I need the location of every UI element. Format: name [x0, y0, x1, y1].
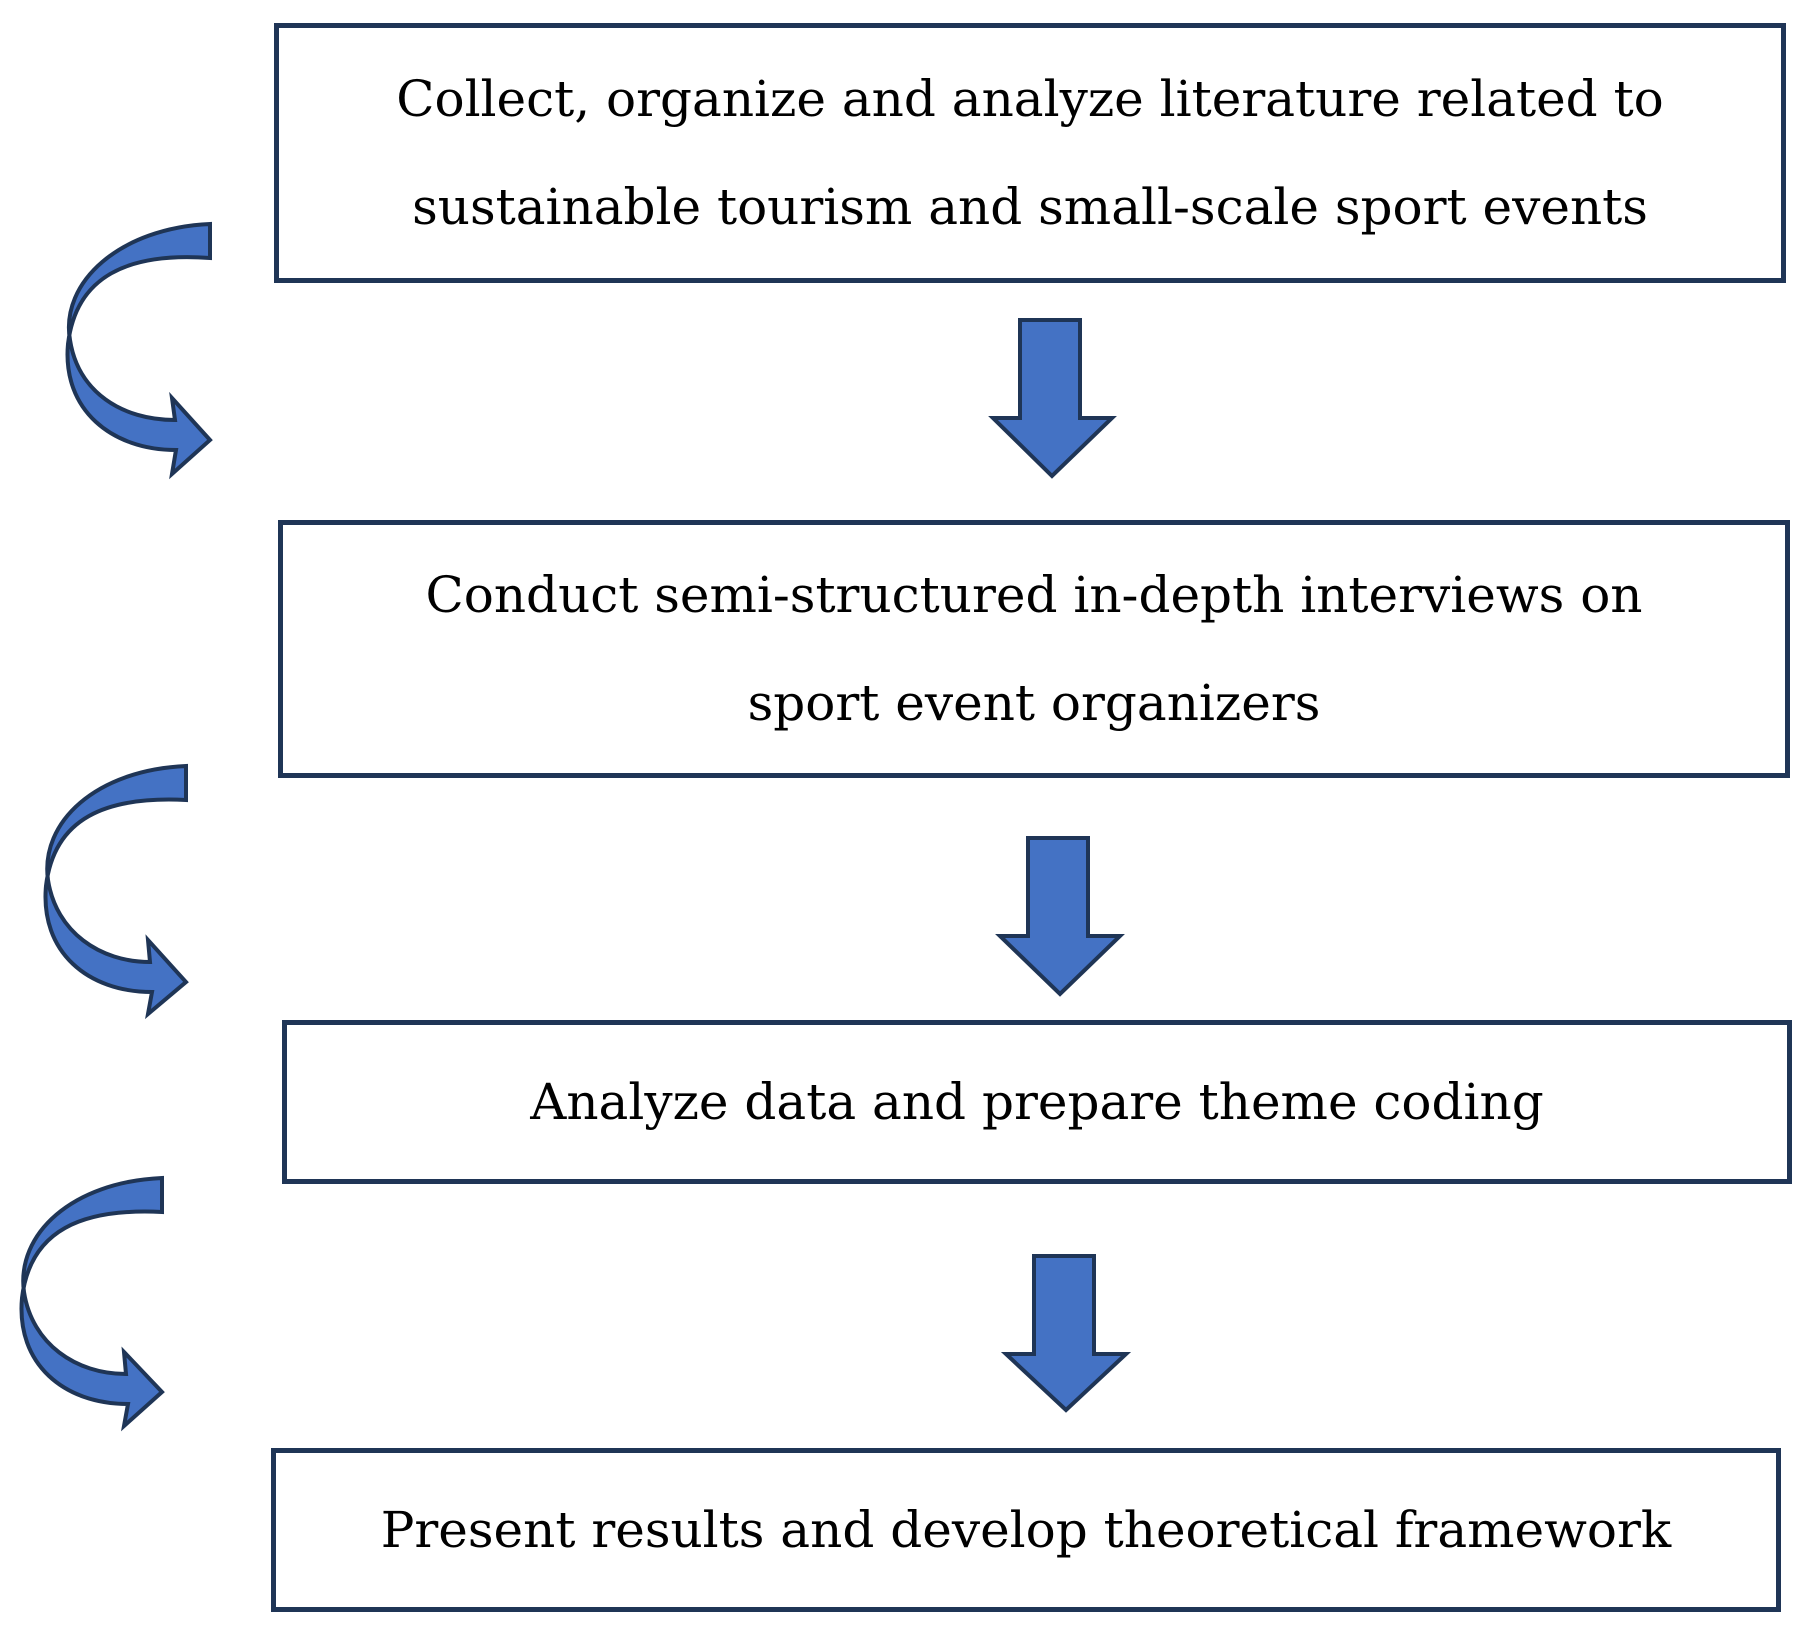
step-1-line-1: Collect, organize and analyze literature…: [396, 70, 1664, 128]
down-arrow-icon: [1000, 1254, 1132, 1413]
step-3-box: Analyze data and prepare theme coding: [282, 1020, 1792, 1184]
curved-arrow-icon: [43, 763, 189, 1020]
step-2-line-2: sport event organizers: [747, 674, 1321, 732]
step-4-text: Present results and develop theoretical …: [380, 1501, 1672, 1559]
step-3-text: Analyze data and prepare theme coding: [530, 1073, 1544, 1131]
curved-arrow-icon: [65, 221, 213, 480]
step-1-text: Collect, organize and analyze literature…: [396, 45, 1664, 261]
step-1-box: Collect, organize and analyze literature…: [274, 23, 1786, 283]
curved-arrow-icon: [19, 1175, 165, 1432]
down-arrow-icon: [995, 836, 1125, 997]
step-4-box: Present results and develop theoretical …: [271, 1448, 1781, 1612]
step-2-text: Conduct semi-structured in-depth intervi…: [426, 541, 1643, 757]
down-arrow-icon: [988, 318, 1117, 479]
step-2-line-1: Conduct semi-structured in-depth intervi…: [425, 566, 1643, 624]
step-2-box: Conduct semi-structured in-depth intervi…: [278, 520, 1790, 778]
step-1-line-2: sustainable tourism and small-scale spor…: [412, 178, 1648, 236]
